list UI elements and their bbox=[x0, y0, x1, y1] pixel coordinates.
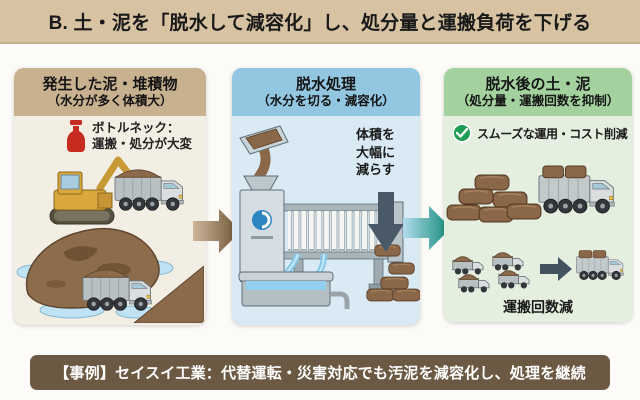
title-bar: B. 土・泥を「脱水して減容化」し、処分量と運搬負荷を下げる bbox=[0, 0, 640, 44]
panel-process-title: 脱水処理 bbox=[295, 75, 356, 93]
panel-after-subtitle: （処分量・運搬回数を抑制） bbox=[456, 93, 620, 108]
panel-dewatering-process: 脱水処理 （水分を切る・減容化） bbox=[232, 68, 420, 325]
volume-reduction-note: 体積を 大幅に 減らす bbox=[356, 127, 396, 178]
mud-patch bbox=[46, 280, 66, 288]
panel-before-dewatering: 発生した泥・堆積物 （水分が多く体積大） ボトルネック： 運搬・処分が大変 bbox=[14, 68, 206, 325]
mini-truck-icon bbox=[492, 252, 524, 271]
case-example-text: 【事例】セイスイ工業：代替運転・災害対応でも汚泥を減容化し、処理を継続 bbox=[54, 365, 586, 382]
mini-truck-icon bbox=[458, 274, 490, 293]
benefit-callout: スムーズな運用・コスト削減 bbox=[452, 123, 628, 143]
benefit-text: スムーズな運用・コスト削減 bbox=[477, 126, 628, 141]
mud-slope-icon bbox=[133, 265, 204, 323]
trips-reduction-label: 運搬回数減 bbox=[503, 299, 573, 315]
before-scene-illustration bbox=[16, 146, 204, 323]
dump-truck-icon bbox=[576, 250, 624, 281]
teal-right-arrow-icon bbox=[403, 206, 451, 250]
bottleneck-line1: ボトルネック： bbox=[92, 121, 180, 135]
check-circle-icon bbox=[452, 123, 472, 143]
panel-before-header: 発生した泥・堆積物 （水分が多く体積大） bbox=[14, 68, 206, 116]
after-scene-illustration bbox=[446, 165, 624, 293]
dump-truck-icon bbox=[538, 165, 615, 214]
soil-cake-pile-icon bbox=[446, 174, 542, 223]
mud-patch bbox=[64, 246, 98, 261]
water-basin-icon bbox=[238, 252, 350, 309]
bottleneck-text: ボトルネック： 運搬・処分が大変 bbox=[92, 120, 192, 153]
panel-after-title: 脱水後の土・泥 bbox=[485, 75, 591, 93]
dump-truck-icon bbox=[114, 169, 184, 211]
page-title: B. 土・泥を「脱水して減容化」し、処分量と運搬負荷を下げる bbox=[48, 12, 592, 34]
case-example-bar: 【事例】セイスイ工業：代替運転・災害対応でも汚泥を減容化し、処理を継続 bbox=[30, 355, 610, 390]
brown-right-arrow-icon bbox=[193, 209, 241, 253]
mini-truck-icon bbox=[498, 270, 530, 289]
bottle-icon bbox=[67, 120, 85, 152]
panel-after-header: 脱水後の土・泥 （処分量・運搬回数を抑制） bbox=[444, 68, 632, 116]
fleet-reduction-arrow-icon bbox=[540, 257, 572, 281]
mini-truck-icon bbox=[452, 256, 484, 275]
panel-after-dewatering: 脱水後の土・泥 （処分量・運搬回数を抑制） スムーズな運用・コスト削減 bbox=[444, 68, 632, 322]
bottleneck-line2: 運搬・処分が大変 bbox=[92, 137, 193, 152]
panel-process-header: 脱水処理 （水分を切る・減容化） bbox=[232, 68, 420, 116]
hopper-icon bbox=[239, 125, 289, 191]
panel-before-title: 発生した泥・堆積物 bbox=[42, 75, 178, 93]
truck-fleet-icon bbox=[452, 250, 624, 293]
panel-before-subtitle: （水分が多く体積大） bbox=[47, 93, 173, 108]
panel-process-subtitle: （水分を切る・減容化） bbox=[257, 93, 395, 108]
bottleneck-callout: ボトルネック： 運搬・処分が大変 bbox=[66, 120, 192, 153]
down-arrow-icon bbox=[368, 192, 404, 252]
